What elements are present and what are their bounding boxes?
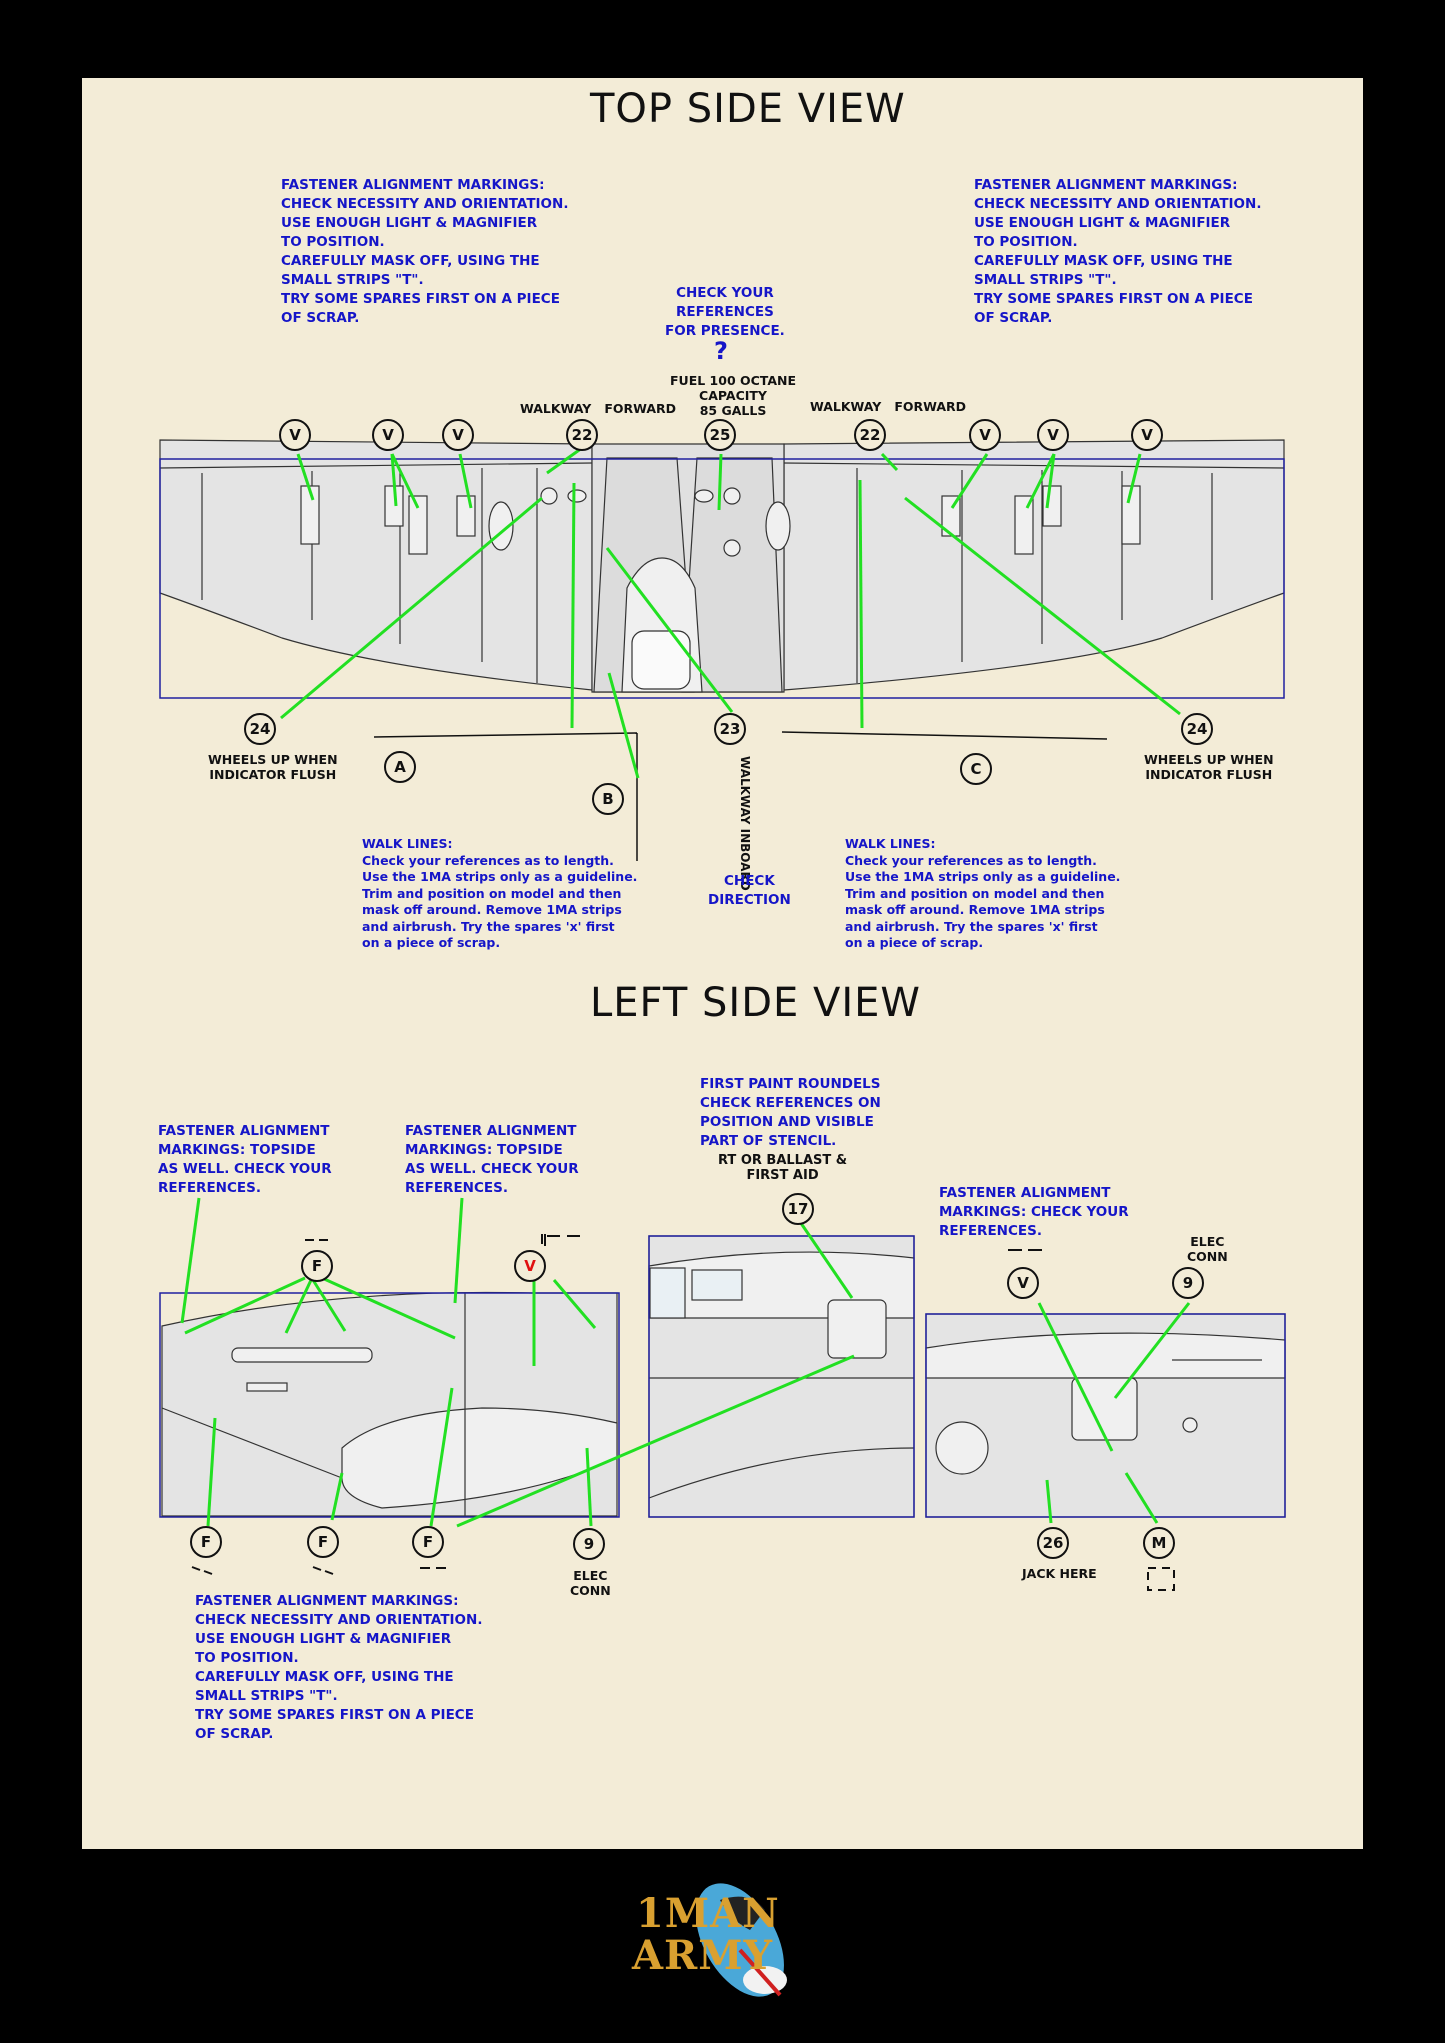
fastener-note-right: FASTENER ALIGNMENT MARKINGS: CHECK NECES… xyxy=(974,177,1262,326)
logo-graphic xyxy=(696,1883,787,1997)
callout-22-right: 22 xyxy=(854,419,886,451)
logo-text-1man: 1MAN xyxy=(636,1890,780,1937)
fastener-topside-note-1: FASTENER ALIGNMENT MARKINGS: TOPSIDE AS … xyxy=(158,1123,332,1196)
left-view-cockpit xyxy=(648,1235,915,1518)
callout-v-2: V xyxy=(372,419,404,451)
jack-here-label: JACK HERE xyxy=(1022,1566,1097,1581)
fastener-check-refs-note: FASTENER ALIGNMENT MARKINGS: CHECK YOUR … xyxy=(939,1185,1129,1239)
callout-f-3: F xyxy=(412,1526,444,1558)
left-view-tail xyxy=(925,1313,1286,1518)
callout-25: 25 xyxy=(704,419,736,451)
callout-f-1: F xyxy=(190,1526,222,1558)
fuel-label: FUEL 100 OCTANE CAPACITY 85 GALLS xyxy=(670,373,797,418)
callout-f-top: F xyxy=(301,1250,333,1282)
callout-9-top: 9 xyxy=(1172,1267,1204,1299)
question-mark: ? xyxy=(714,337,728,365)
check-references-note: CHECK YOUR REFERENCES FOR PRESENCE. xyxy=(665,285,785,339)
first-paint-roundels-note: FIRST PAINT ROUNDELS CHECK REFERENCES ON… xyxy=(700,1076,881,1149)
instruction-sheet: TOP SIDE VIEW LEFT SIDE VIEW FASTENER AL… xyxy=(82,78,1363,1849)
callout-v-1: V xyxy=(279,419,311,451)
callout-9-bottom: 9 xyxy=(573,1528,605,1560)
left-view-fuselage-nose xyxy=(161,1291,618,1517)
decal-marks xyxy=(191,1234,1175,1591)
elec-conn-label-top: ELEC CONN xyxy=(1187,1234,1228,1264)
callout-v-6: V xyxy=(1131,419,1163,451)
top-side-view-title: TOP SIDE VIEW xyxy=(590,86,906,132)
walkway-forward-left: WALKWAY FORWARD xyxy=(520,401,677,416)
rt-ballast-label: RT OR BALLAST & FIRST AID xyxy=(718,1153,848,1183)
walk-lines-note-left: WALK LINES: Check your references as to … xyxy=(362,836,638,950)
callout-v-tail: V xyxy=(1007,1267,1039,1299)
check-direction-note: CHECK DIRECTION xyxy=(708,873,791,908)
diagram-drawing xyxy=(159,439,1286,1591)
leader-lines xyxy=(180,446,1191,1528)
callout-24-left: 24 xyxy=(244,713,276,745)
1man-army-logo: 1MAN ARMY xyxy=(630,1870,820,2020)
walk-lines-note-right: WALK LINES: Check your references as to … xyxy=(845,836,1121,950)
callout-v-3: V xyxy=(442,419,474,451)
elec-conn-label-bottom: ELEC CONN xyxy=(570,1568,611,1598)
callout-f-2: F xyxy=(307,1526,339,1558)
callout-m: M xyxy=(1143,1527,1175,1559)
callout-c: C xyxy=(960,753,992,785)
callout-v-red: V xyxy=(514,1250,546,1282)
callout-22-left: 22 xyxy=(566,419,598,451)
logo-text-army: ARMY xyxy=(632,1932,774,1979)
callout-a: A xyxy=(384,751,416,783)
callout-17: 17 xyxy=(782,1193,814,1225)
callout-v-5: V xyxy=(1037,419,1069,451)
callout-b: B xyxy=(592,783,624,815)
top-view-aircraft xyxy=(159,439,1285,693)
fastener-note-bottom: FASTENER ALIGNMENT MARKINGS: CHECK NECES… xyxy=(195,1593,483,1742)
callout-23: 23 xyxy=(714,713,746,745)
callout-v-4: V xyxy=(969,419,1001,451)
walk-lines xyxy=(373,731,1108,861)
callout-26: 26 xyxy=(1037,1527,1069,1559)
callout-24-right: 24 xyxy=(1181,713,1213,745)
wheels-up-label-right: WHEELS UP WHEN INDICATOR FLUSH xyxy=(1144,752,1274,782)
wheels-up-label-left: WHEELS UP WHEN INDICATOR FLUSH xyxy=(208,752,338,782)
fastener-note-left: FASTENER ALIGNMENT MARKINGS: CHECK NECES… xyxy=(281,177,569,326)
left-side-view-title: LEFT SIDE VIEW xyxy=(590,980,921,1026)
walkway-forward-right: WALKWAY FORWARD xyxy=(810,399,967,414)
fastener-topside-note-2: FASTENER ALIGNMENT MARKINGS: TOPSIDE AS … xyxy=(405,1123,579,1196)
